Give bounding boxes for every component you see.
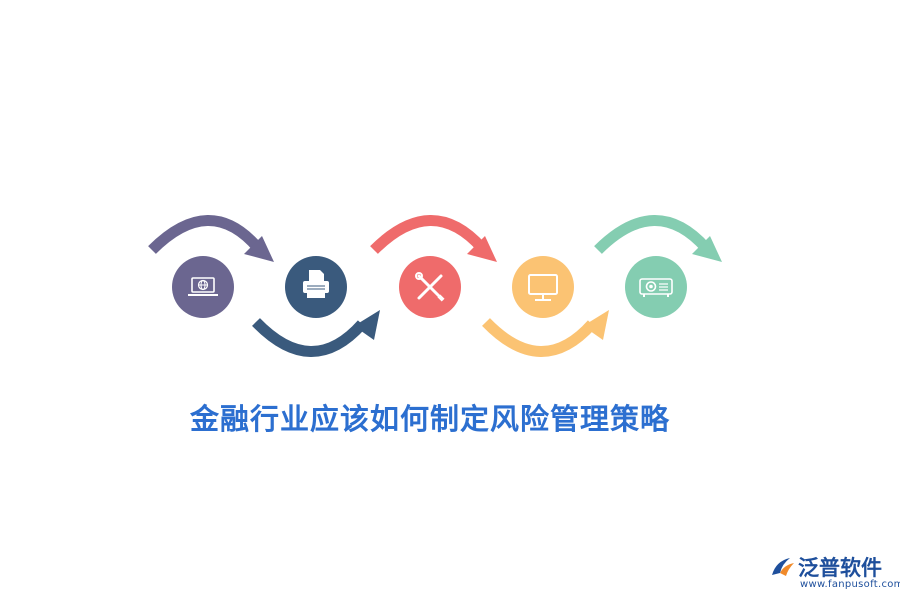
arrow-5-green xyxy=(594,215,722,262)
projector-icon xyxy=(639,278,673,297)
watermark-url: www.fanpusoft.com xyxy=(800,579,900,590)
step-circle-2 xyxy=(285,256,347,318)
step-circle-3 xyxy=(399,256,461,318)
step-circle-4 xyxy=(512,256,574,318)
laptop-globe-icon xyxy=(188,277,218,296)
arrow-4-yellow xyxy=(482,310,609,357)
printer-icon xyxy=(303,270,329,298)
step-circle-1 xyxy=(172,256,234,318)
arrow-3-red xyxy=(370,215,497,262)
watermark-logo: 泛普软件 www.fanpusoft.com xyxy=(770,552,900,596)
arrow-2-navy xyxy=(252,310,380,357)
page-title: 金融行业应该如何制定风险管理策略 xyxy=(189,402,670,436)
wrench-screwdriver-icon xyxy=(415,272,445,302)
monitor-icon xyxy=(528,274,558,301)
arrow-1-purple xyxy=(148,215,274,262)
watermark-name: 泛普软件 xyxy=(798,556,882,580)
step-circle-5 xyxy=(625,256,687,318)
fanpu-logo-icon xyxy=(772,558,794,576)
